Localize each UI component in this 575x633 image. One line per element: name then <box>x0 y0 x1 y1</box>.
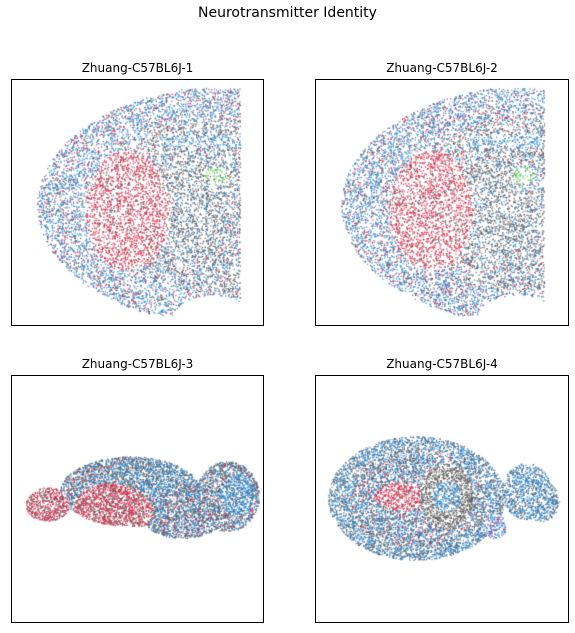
panel-4: Zhuang-C57BL6J-4 <box>315 357 569 623</box>
scatter-frame <box>11 375 264 623</box>
spatial-scatter <box>316 376 568 622</box>
panel-2: Zhuang-C57BL6J-2 <box>315 61 569 326</box>
spatial-scatter <box>316 80 568 325</box>
panel-title: Zhuang-C57BL6J-3 <box>81 357 194 371</box>
scatter-frame <box>315 79 569 326</box>
spatial-scatter <box>12 376 263 622</box>
figure-title: Neurotransmitter Identity <box>198 5 377 21</box>
panel-title: Zhuang-C57BL6J-1 <box>81 61 194 75</box>
panel-1: Zhuang-C57BL6J-1 <box>11 61 264 326</box>
scatter-frame <box>11 79 264 326</box>
panel-3: Zhuang-C57BL6J-3 <box>11 357 264 623</box>
scatter-frame <box>315 375 569 623</box>
panel-title: Zhuang-C57BL6J-2 <box>386 61 498 75</box>
spatial-scatter <box>12 80 263 325</box>
panel-title: Zhuang-C57BL6J-4 <box>386 357 498 371</box>
